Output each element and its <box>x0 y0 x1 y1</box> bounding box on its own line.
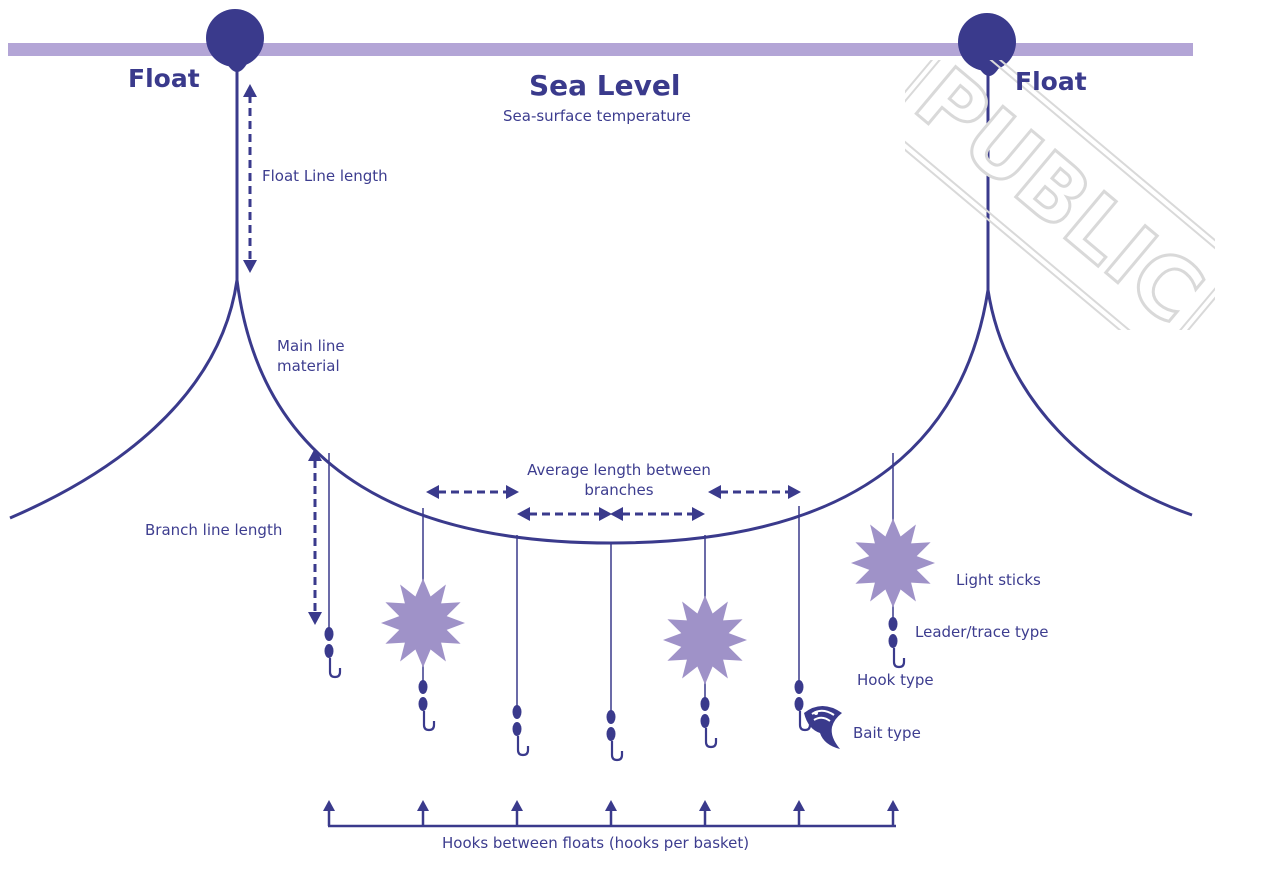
hook-icon <box>794 680 812 732</box>
sea-surface-temp-label: Sea-surface temperature <box>503 107 691 125</box>
average-length-arrows <box>426 485 801 521</box>
hook-icon <box>324 627 342 679</box>
sea-level-label: Sea Level <box>529 69 681 102</box>
main-line-left-tail <box>9 279 239 520</box>
light-stick-icon <box>851 518 935 608</box>
sea-surface-band <box>8 43 1193 56</box>
light-stick-icon <box>381 578 465 668</box>
branch-line-length-label: Branch line length <box>145 521 283 539</box>
hook-icon <box>888 617 906 669</box>
float-line-length-label: Float Line length <box>262 167 388 185</box>
fish-bait-icon <box>804 706 842 749</box>
light-sticks-label: Light sticks <box>956 571 1041 589</box>
hook-icon <box>700 697 718 749</box>
branch-line-length-arrow <box>308 448 322 625</box>
light-stick-icon <box>663 595 747 685</box>
hook-icon <box>418 680 436 732</box>
main-line <box>235 279 990 545</box>
hook-icon <box>606 710 624 762</box>
float-line-length-arrow <box>243 84 257 273</box>
hooks-between-floats-label: Hooks between floats (hooks per basket) <box>442 834 750 852</box>
hooks-between-floats-bracket <box>323 800 899 828</box>
average-length-label: Average length between branches <box>527 461 711 499</box>
float-right-label: Float <box>1015 67 1087 96</box>
bait-type-label: Bait type <box>853 724 921 742</box>
hook-icon <box>512 705 530 757</box>
main-line-right-tail <box>986 289 1193 517</box>
leader-trace-type-label: Leader/trace type <box>915 623 1049 641</box>
float-buoy-icon <box>958 13 1016 76</box>
float-buoy-icon <box>206 9 264 72</box>
main-line-material-label: Main line material <box>277 337 345 375</box>
float-left-label: Float <box>128 64 200 93</box>
hook-type-label: Hook type <box>857 671 934 689</box>
